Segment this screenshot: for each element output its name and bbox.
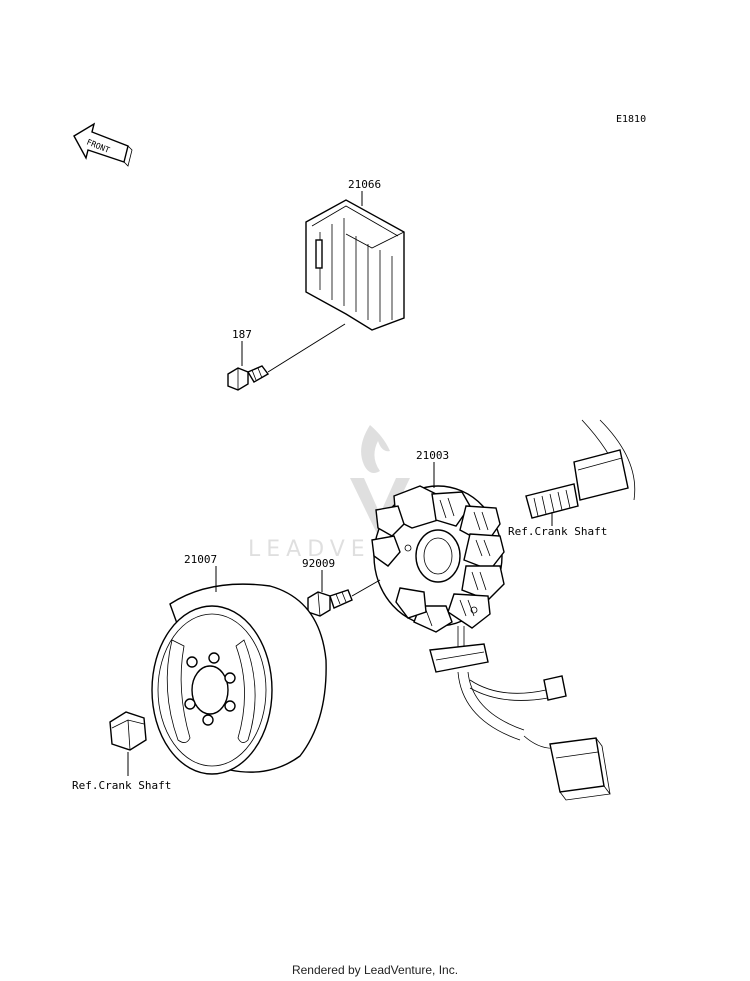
bolt-92009 — [307, 589, 353, 617]
regulator-21066 — [305, 199, 405, 331]
diagram-code: E1810 — [616, 114, 646, 125]
label-187: 187 — [232, 328, 252, 341]
label-21003: 21003 — [416, 449, 449, 462]
bolt-187 — [227, 365, 270, 391]
leader-187-regulator — [267, 323, 346, 373]
crank-shaft-nut-left — [109, 711, 147, 751]
front-arrow-icon: FRONT — [73, 122, 133, 167]
label-21007: 21007 — [184, 553, 217, 566]
label-92009: 92009 — [302, 557, 335, 570]
crank-shaft-right — [525, 419, 636, 519]
label-crank-shaft-left: Ref.Crank Shaft — [72, 779, 171, 792]
rotor-21007 — [151, 583, 327, 775]
stator-21003 — [371, 485, 611, 801]
label-21066: 21066 — [348, 178, 381, 191]
leader-92009-stator — [351, 579, 381, 597]
footer-credit: Rendered by LeadVenture, Inc. — [291, 963, 459, 977]
label-crank-shaft-right: Ref.Crank Shaft — [508, 525, 607, 538]
